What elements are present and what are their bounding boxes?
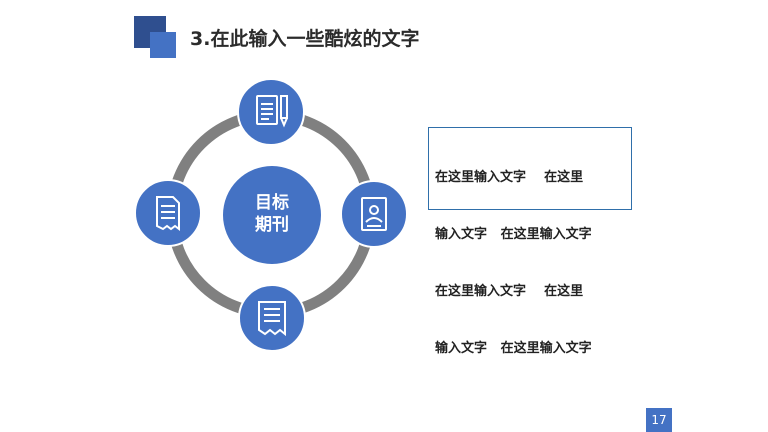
node-left — [134, 179, 202, 247]
center-label: 目标 期刊 — [232, 192, 312, 236]
logo-square-light — [150, 32, 176, 58]
scroll-icon — [258, 301, 286, 337]
text-line: 输入文字 在这里输入文字 — [435, 227, 592, 242]
node-right — [340, 180, 408, 248]
text-line: 在这里输入文字 在这里 — [435, 284, 584, 299]
page-number: 17 — [646, 408, 672, 432]
center-label-line1: 目标 — [255, 193, 289, 213]
id-card-icon — [361, 197, 387, 231]
text-line: 在这里输入文字 在这里 — [435, 170, 584, 185]
node-top — [237, 78, 305, 146]
slide-title: 3.在此输入一些酷炫的文字 — [190, 28, 420, 50]
node-bottom — [238, 284, 306, 352]
document-pen-icon — [256, 95, 288, 128]
center-label-line2: 期刊 — [255, 215, 289, 235]
text-line: 输入文字 在这里输入文字 — [435, 341, 592, 356]
receipt-icon — [156, 196, 180, 231]
center-circle — [223, 166, 321, 264]
text-box[interactable]: 在这里输入文字 在这里 输入文字 在这里输入文字 在这里输入文字 在这里 输入文… — [428, 127, 632, 356]
